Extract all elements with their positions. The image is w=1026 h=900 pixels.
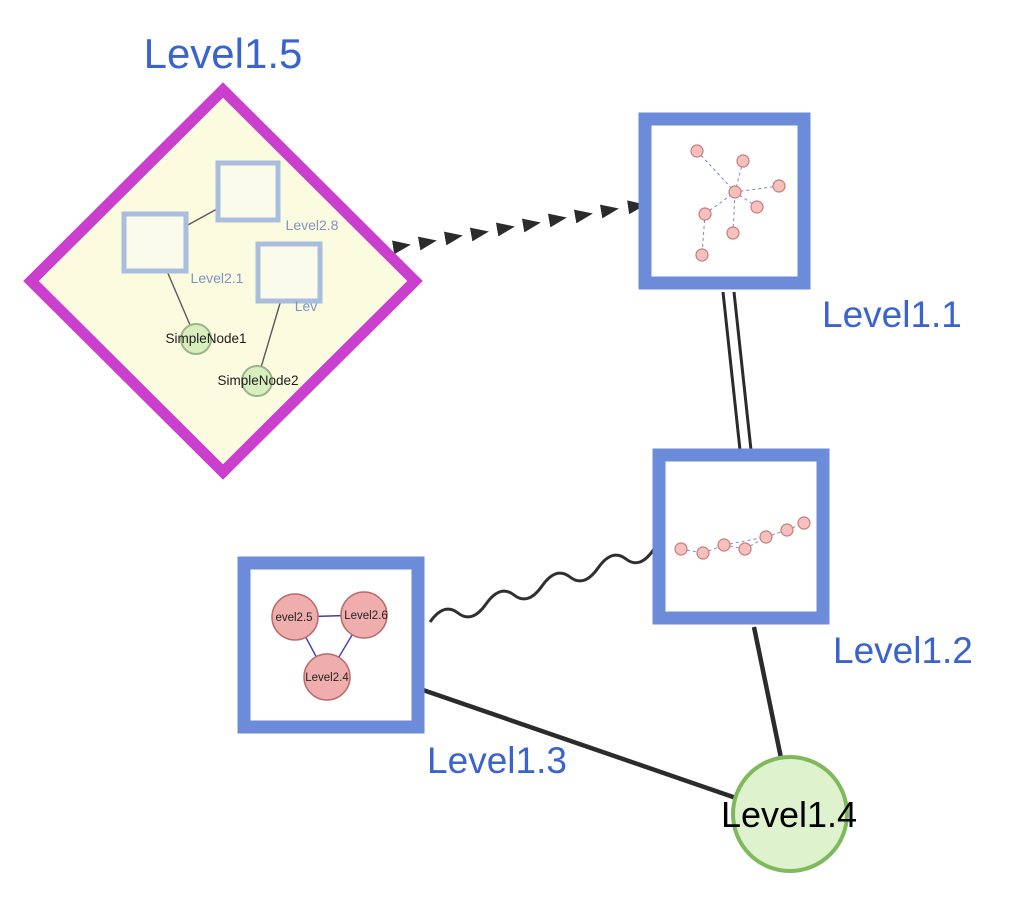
level2-8-label: Level2.8: [286, 217, 339, 233]
level2-4-label: Level2.4: [305, 672, 349, 684]
mini-node: [736, 154, 750, 168]
level1-3-mini-graph: evel2.5 Level2.6 Level2.4: [271, 591, 388, 701]
node-level1-1-group: Level1.1: [638, 112, 962, 335]
mini-node: [772, 179, 786, 193]
mini-node: [738, 542, 752, 556]
level1-3-label: Level1.3: [427, 740, 567, 781]
mini-edge: [734, 191, 758, 208]
mini-node: [797, 516, 811, 530]
mini-node: [674, 542, 688, 556]
node-level1-4[interactable]: [731, 755, 849, 873]
mini-edge: [734, 185, 780, 193]
edges-layer: [392, 200, 784, 801]
level2-1-label: Level2.1: [191, 270, 244, 286]
node-level1-2-group: Level1.2: [652, 448, 973, 671]
edge-level1-3-to-level1-4[interactable]: [422, 687, 737, 801]
mini-node: [759, 530, 773, 544]
edge-level1-3-to-level1-2[interactable]: [428, 548, 656, 623]
simplenode1-label: SimpleNode1: [165, 331, 246, 346]
mini-node: [696, 546, 710, 560]
level2-5-label: evel2.5: [275, 612, 312, 624]
mini-node: [717, 538, 731, 552]
mini-node: [698, 207, 712, 221]
level1-4-label: Level1.4: [721, 794, 857, 835]
node-level1-2[interactable]: [652, 448, 830, 625]
level2-partial-label: Lev: [295, 298, 318, 314]
node-level2-5[interactable]: [271, 593, 319, 641]
node-simplenode1[interactable]: [180, 323, 212, 355]
level1-1-mini-graph: [690, 144, 786, 262]
mini-node: [690, 144, 704, 158]
node-simplenode2[interactable]: [241, 365, 273, 397]
node-level2-1[interactable]: [121, 211, 189, 274]
level2-6-label: Level2.6: [344, 610, 387, 622]
mini-edge: [732, 191, 736, 234]
mini-node: [695, 248, 709, 262]
simplenode2-label: SimpleNode2: [217, 373, 298, 388]
mini-node: [750, 200, 764, 214]
mini-edge: [723, 536, 767, 546]
level1-2-mini-graph: [674, 516, 811, 560]
mini-edge: [701, 213, 706, 256]
edge-level1-1-to-level1-2-line-b[interactable]: [732, 291, 753, 451]
level1-2-label: Level1.2: [833, 630, 973, 671]
node-level1-3[interactable]: [237, 556, 425, 734]
node-level2-4[interactable]: [303, 653, 351, 701]
node-level1-5-group: Level1.5 Level2.8 Level2.1 Lev SimpleNod…: [23, 30, 423, 480]
node-level2-partial[interactable]: [255, 241, 323, 304]
node-level2-6[interactable]: [340, 591, 388, 639]
node-level2-8[interactable]: [215, 160, 281, 223]
edge-level1-5-to-level1-1[interactable]: [392, 200, 646, 255]
mini-node: [726, 226, 740, 240]
node-level1-3-group: evel2.5 Level2.6 Level2.4 Level1.3: [237, 556, 567, 781]
node-level1-4-group: Level1.4: [721, 755, 857, 873]
mini-node: [780, 523, 794, 537]
level1-5-label: Level1.5: [144, 30, 303, 77]
mini-node: [728, 185, 742, 199]
level1-1-label: Level1.1: [822, 294, 962, 335]
edge-level1-2-to-level1-4[interactable]: [751, 626, 784, 759]
level1-5-shape[interactable]: [23, 82, 423, 480]
edge-level1-1-to-level1-2-line-a[interactable]: [721, 291, 742, 451]
node-level1-1[interactable]: [638, 112, 811, 290]
